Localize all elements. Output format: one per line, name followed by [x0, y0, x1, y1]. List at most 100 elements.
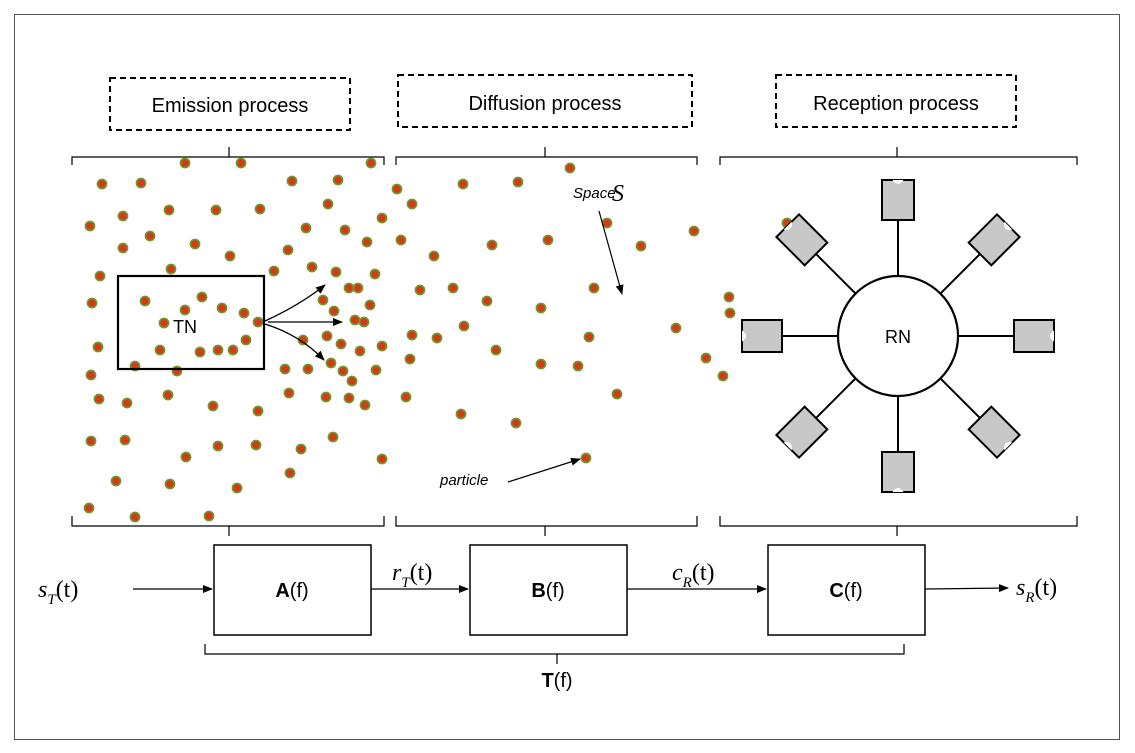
particle-dot — [327, 431, 339, 443]
particle-dot — [283, 387, 295, 399]
particle-dot — [458, 320, 470, 332]
particle-dot — [117, 242, 129, 254]
particle-dot — [535, 302, 547, 314]
block-b: B(f) — [469, 544, 628, 636]
transmitter-node: TN — [116, 274, 266, 371]
particle-dot — [282, 244, 294, 256]
particle-dot — [180, 451, 192, 463]
particle-dot — [85, 369, 97, 381]
block-c: C(f) — [767, 544, 926, 636]
particle-dot — [207, 400, 219, 412]
diffusion-title: Diffusion process — [468, 93, 621, 115]
total-brace — [204, 644, 905, 664]
receptor-cup — [881, 451, 915, 493]
particle-dot — [240, 334, 252, 346]
particle-dot — [227, 344, 239, 356]
particle-dot — [119, 434, 131, 446]
particle-dot — [252, 405, 264, 417]
space-annotation: Space S — [573, 181, 624, 295]
particle-dot — [535, 358, 547, 370]
particle-dot — [343, 282, 355, 294]
figure-frame — [14, 14, 1120, 740]
block-b-label: B(f) — [531, 580, 564, 602]
block-a-label: A(f) — [275, 580, 308, 602]
particle-dot — [194, 346, 206, 358]
signal-r-t: rT(t) — [392, 560, 432, 591]
particle-dot — [580, 452, 592, 464]
particle-dot — [414, 284, 426, 296]
receptor-cup — [774, 405, 829, 460]
emission-arrow-up — [264, 284, 326, 322]
particle-dot — [110, 475, 122, 487]
particle-dot — [330, 266, 342, 278]
particle-dot — [510, 417, 522, 429]
particle-dot — [250, 439, 262, 451]
particle-dot — [354, 345, 366, 357]
receptor-stalk — [815, 377, 857, 419]
particle-dot — [238, 307, 250, 319]
particle-dot — [670, 322, 682, 334]
space-label: Space — [573, 185, 616, 202]
particle-annotation: particle — [439, 457, 581, 489]
particle-dot — [335, 338, 347, 350]
rn-label: RN — [885, 327, 911, 347]
signal-s-t: sT(t) — [38, 577, 78, 608]
particle-dot — [369, 268, 381, 280]
rn-circle — [836, 274, 960, 398]
diffusion-title-box: Diffusion process — [397, 74, 693, 128]
particle-dot — [376, 212, 388, 224]
particle-dot — [395, 234, 407, 246]
receptor-cup — [774, 212, 829, 267]
particle-dot — [431, 332, 443, 344]
particle-dot — [189, 238, 201, 250]
space-pointer-arrow — [598, 210, 624, 295]
particle-dot — [339, 224, 351, 236]
particle-dot — [96, 178, 108, 190]
particle-dot — [635, 240, 647, 252]
particle-dot — [297, 334, 309, 346]
particle-dot — [212, 440, 224, 452]
particle-dot — [165, 263, 177, 275]
particle-dot — [295, 443, 307, 455]
particle-dot — [86, 297, 98, 309]
particle-dot — [572, 360, 584, 372]
particle-dot — [300, 222, 312, 234]
particle-dot — [365, 157, 377, 169]
particle-dot — [85, 435, 97, 447]
particle-dot — [121, 397, 133, 409]
particle-dot — [588, 282, 600, 294]
particle-dot — [94, 270, 106, 282]
signal-s-r: sR(t) — [1016, 575, 1057, 606]
receptor-cup — [967, 212, 1022, 267]
particle-dot — [406, 329, 418, 341]
particle-dot — [328, 305, 340, 317]
particle-dot — [346, 375, 358, 387]
diffusion-top-brace — [395, 147, 698, 165]
particle-dot — [455, 408, 467, 420]
particle-dot — [158, 317, 170, 329]
particle-dot — [611, 388, 623, 400]
particle-dot — [724, 307, 736, 319]
block-t-label: T(f) — [541, 670, 572, 692]
particle-dot — [268, 265, 280, 277]
particles-layer — [83, 157, 793, 523]
particle-dot — [139, 295, 151, 307]
particle-dot — [154, 344, 166, 356]
particle-dot — [717, 370, 729, 382]
particle-dot — [162, 389, 174, 401]
particle-dot — [406, 198, 418, 210]
particle-dot — [688, 225, 700, 237]
particle-dot — [723, 291, 735, 303]
particle-dot — [325, 357, 337, 369]
particle-dot — [376, 453, 388, 465]
reception-title: Reception process — [813, 93, 979, 115]
reception-bottom-brace — [719, 516, 1078, 536]
particle-dot — [447, 282, 459, 294]
receptor-cup — [1013, 319, 1055, 353]
particle-dot — [317, 294, 329, 306]
particle-dot — [129, 511, 141, 523]
particle-dot — [302, 363, 314, 375]
particle-dot — [400, 391, 412, 403]
signal-c-r: cR(t) — [672, 560, 714, 591]
